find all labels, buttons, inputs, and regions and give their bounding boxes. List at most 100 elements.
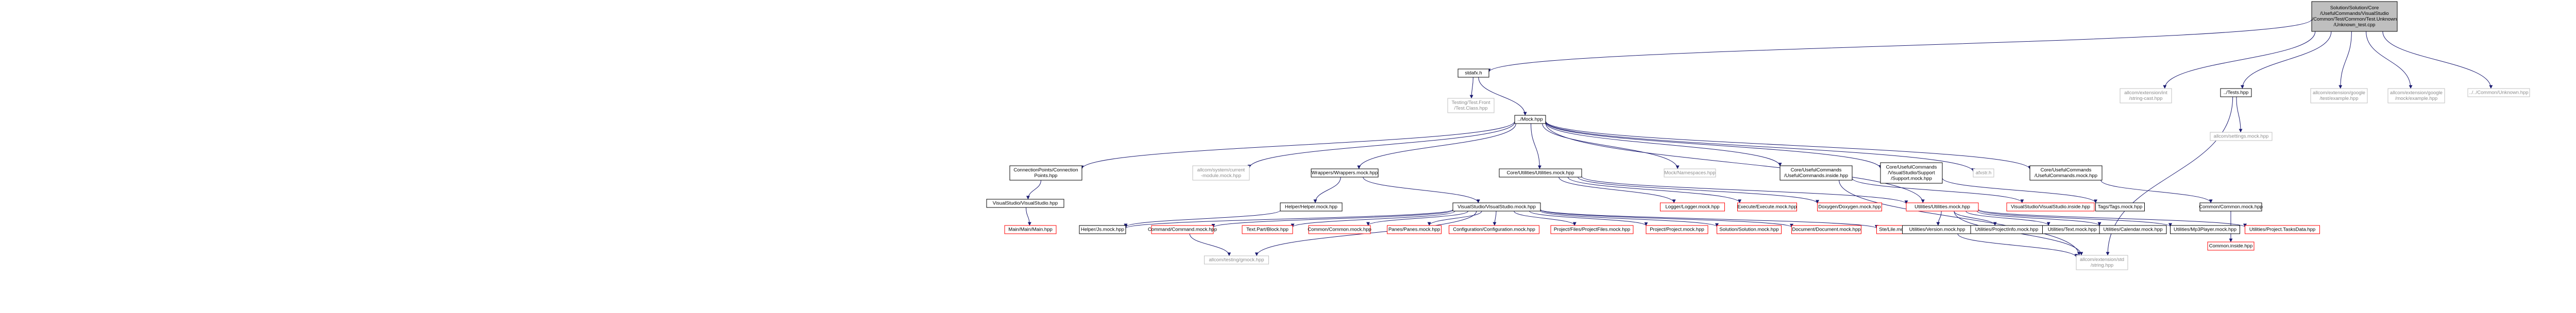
node-label-line: ../Tests.hpp [2224, 90, 2249, 96]
edge-command_mock-to-allcom_testing_gmock [1189, 233, 1231, 256]
node-label-line: /Support.mock.hpp [1891, 176, 1932, 182]
node-label-line: /Unknown_test.cpp [2334, 22, 2376, 28]
edge-mock_hpp-to-afxstr [1545, 121, 1975, 172]
edge-tests_hpp-to-allcom_settings_mock [2236, 96, 2243, 133]
node-document_mock[interactable]: Document/Document.mock.hpp [1791, 225, 1861, 234]
node-box [1452, 202, 1541, 212]
node-label-line: /string.hpp [2091, 263, 2113, 268]
edge-core_uc_mock-to-common_common_mock [2100, 180, 2213, 203]
node-box [1660, 202, 1725, 212]
node-label-line: allcom/settings.mock.hpp [2214, 134, 2269, 140]
node-label-line: VisualStudio/VisualStudio.inside.hpp [2011, 204, 2090, 210]
node-label-line: Utilities/Project.TasksData.hpp [2249, 227, 2315, 233]
node-project_mock[interactable]: Project/Project.mock.hpp [1646, 225, 1708, 234]
node-label-line: Helper/Js.mock.hpp [1081, 227, 1124, 233]
node-label-line: Execute/Execute.mock.hpp [1737, 204, 1797, 210]
node-utilities_text[interactable]: Utilities/Text.mock.hpp [2042, 225, 2102, 234]
node-label-line: Project/Project.mock.hpp [1650, 227, 1704, 233]
node-allcom_testing_gmock: allcom/testing/gmock.hpp [1204, 255, 1269, 265]
node-common_common_mock2[interactable]: Common/Common.mock.hpp [1308, 225, 1371, 234]
node-box [1817, 202, 1882, 212]
node-stdafx[interactable]: stdafx.h [1458, 68, 1489, 78]
edge-mock_hpp-to-conn_points [1080, 121, 1515, 169]
node-label-line: Helper/Helper.mock.hpp [1285, 204, 1337, 210]
node-helper_js_mock[interactable]: Helper/Js.mock.hpp [1079, 225, 1126, 234]
node-box [2245, 225, 2320, 234]
node-label-line: Utilities/Text.mock.hpp [2048, 227, 2097, 233]
node-textpart_block[interactable]: Text.Part/Block.hpp [1242, 225, 1293, 234]
node-utilities_project_tasks[interactable]: Utilities/Project.TasksData.hpp [2245, 225, 2320, 234]
edge-mock_hpp-to-core_utilities_mock [1531, 123, 1541, 169]
edge-mock_hpp-to-core_uc_vs_support [1545, 121, 1883, 169]
node-box [2095, 202, 2145, 212]
node-wrappers_mock[interactable]: Wrappers/Wrappers.mock.hpp [1311, 168, 1379, 178]
node-utilities_mp3player[interactable]: Utilities/Mp3Player.mock.hpp [2170, 225, 2240, 234]
node-command_mock[interactable]: Command/Command.mock.hpp [1148, 225, 1217, 234]
node-label-line: Document/Document.mock.hpp [1792, 227, 1860, 233]
node-box [1242, 225, 1293, 234]
edge-utilities_mock-to-utilities_mp3player [1978, 210, 2172, 227]
node-common_common_mock[interactable]: Common/Common.mock.hpp [2199, 202, 2263, 212]
node-logger_mock[interactable]: Logger/Logger.mock.hpp [1660, 202, 1725, 212]
node-afxstr: afxstr.h [1973, 168, 1994, 178]
node-conn_points[interactable]: ConnectionPoints/ConnectionPoints.hpp [1009, 165, 1082, 181]
node-box [1447, 98, 1495, 113]
node-label-line: Solution/Solution/Core [2330, 5, 2379, 11]
edge-core_utilities_mock-to-execute_mock [1567, 177, 1742, 203]
node-vs_vs_inside[interactable]: VisualStudio/VisualStudio.inside.hpp [2006, 202, 2095, 212]
node-helper_mock[interactable]: Helper/Helper.mock.hpp [1280, 202, 1343, 212]
node-label-line: allcom/system/current [1197, 167, 1245, 173]
node-box [1514, 115, 1546, 124]
node-label-line: ../../Common/Unknown.hpp [2469, 90, 2528, 96]
node-core_uc_mock[interactable]: Core/UsefulCommands/UsefulCommands.mock.… [2029, 165, 2103, 181]
node-label-line: Text.Part/Block.hpp [1246, 227, 1289, 233]
node-label-line: Panes/Panes.mock.hpp [1388, 227, 1440, 233]
node-label-line: -module.mock.hpp [1201, 173, 1241, 179]
node-panes_mock[interactable]: Panes/Panes.mock.hpp [1387, 225, 1442, 234]
node-core_utilities_mock[interactable]: Core/Utilities/Utilities.mock.hpp [1499, 168, 1582, 178]
node-tags_mock[interactable]: Tags/Tags.mock.hpp [2095, 202, 2145, 212]
edge-vs_vs_mock-to-textpart_block [1291, 211, 1455, 228]
node-box [986, 199, 1064, 208]
node-label-line: ../Mock.hpp [1517, 117, 1543, 123]
node-project_files_mock[interactable]: Project/Files/ProjectFiles.mock.hpp [1550, 225, 1634, 234]
node-root[interactable]: Solution/Solution/Core/UsefulCommands/Vi… [2311, 1, 2398, 32]
node-core_uc_vs_support[interactable]: Core/UsefulCommands/VisualStudio/Support… [1880, 162, 1943, 184]
node-label-line: Project/Files/ProjectFiles.mock.hpp [1554, 227, 1630, 233]
node-utilities_calendar[interactable]: Utilities/Calendar.mock.hpp [2099, 225, 2167, 234]
node-label-line: Doxygen/Doxygen.mock.hpp [1818, 204, 1880, 210]
node-main_main[interactable]: Main/Main/Main.hpp [1004, 225, 1057, 234]
node-vs_vs_hpp[interactable]: VisualStudio/VisualStudio.hpp [986, 199, 1064, 208]
node-label-line: Tags/Tags.mock.hpp [2098, 204, 2143, 210]
edge-core_utilities_mock-to-doxygen_mock [1578, 177, 1819, 204]
node-box [1737, 202, 1797, 212]
edge-core_uc_inside-to-vs_vs_inside [1852, 178, 2024, 203]
node-utilities_mock[interactable]: Utilities/Utilities.mock.hpp [1906, 202, 1979, 212]
edge-wrappers_mock-to-helper_mock [1313, 177, 1341, 203]
node-label-line: Points.hpp [1035, 173, 1058, 179]
edge-mock_hpp-to-wrappers_mock [1357, 123, 1516, 169]
node-vs_vs_mock[interactable]: VisualStudio/VisualStudio.mock.hpp [1452, 202, 1541, 212]
edge-root-to-common_unknown [2382, 31, 2493, 89]
node-box [1499, 168, 1582, 178]
node-google_mock_example: allcom/extension/google/mock/example.hpp [2387, 88, 2445, 103]
node-mock_hpp[interactable]: ../Mock.hpp [1514, 115, 1546, 124]
edge-vs_vs_mock-to-project_files_mock [1514, 211, 1577, 226]
node-tests_hpp[interactable]: ../Tests.hpp [2220, 88, 2252, 97]
node-configuration_mock[interactable]: Configuration/Configuration.mock.hpp [1449, 225, 1539, 234]
node-utilities_project_info[interactable]: Utilities/ProjectInfo.mock.hpp [1970, 225, 2043, 234]
node-label-line: /Common/Test/Common/Test.Unknown [2312, 16, 2397, 22]
node-box [1449, 225, 1539, 234]
node-google_test_example: allcom/extension/google/test/example.hpp [2310, 88, 2368, 103]
node-execute_mock[interactable]: Execute/Execute.mock.hpp [1737, 202, 1797, 212]
node-box [1664, 168, 1716, 178]
edge-vs_vs_mock-to-panes_mock [1427, 211, 1482, 226]
edge-utilities_mock-to-utilities_version [1936, 211, 1942, 226]
node-solution_mock[interactable]: Solution/Solution.mock.hpp [1717, 225, 1782, 234]
node-utilities_version[interactable]: Utilities/Version.mock.hpp [1902, 225, 1972, 234]
edge-stdafx-to-mock_hpp [1478, 77, 1527, 116]
node-doxygen_mock[interactable]: Doxygen/Doxygen.mock.hpp [1817, 202, 1882, 212]
node-common_inside[interactable]: Common.inside.hpp [2207, 241, 2255, 251]
node-core_uc_inside[interactable]: Core/UsefulCommands/UsefulCommands.insid… [1780, 165, 1853, 181]
edge-utilities_mock-to-utilities_text [1965, 211, 2050, 226]
